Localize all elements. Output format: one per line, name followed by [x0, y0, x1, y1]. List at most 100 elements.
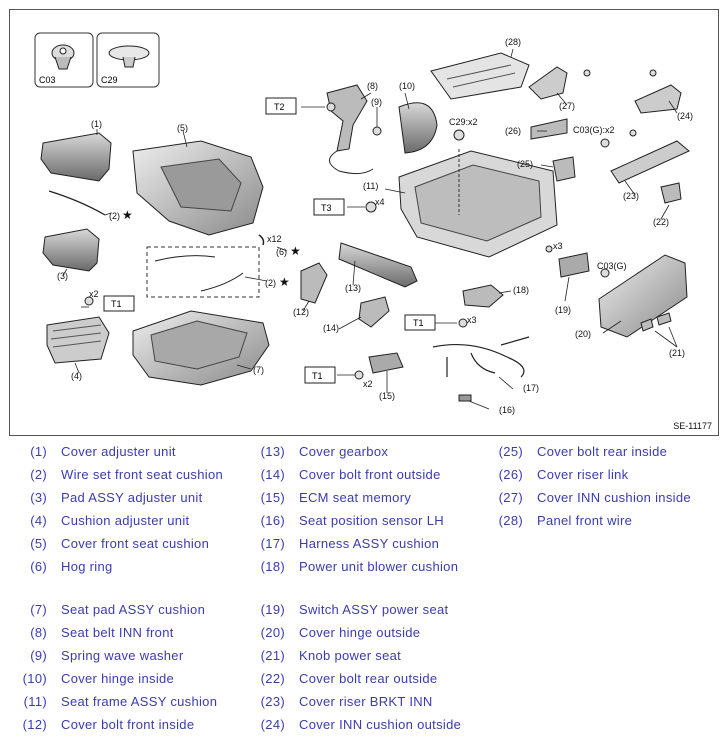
- icon-c03-box: C03: [34, 32, 94, 88]
- clip-c03-icon: [51, 44, 75, 70]
- legend-item-label: Cover bolt rear outside: [299, 671, 438, 686]
- part-switch-assy-power-seat: [558, 252, 590, 278]
- bolt-icon: [545, 245, 553, 253]
- callout-15: (15): [379, 391, 395, 401]
- legend-item: (23)Cover riser BRKT INN: [252, 694, 433, 712]
- callout-10: (10): [399, 81, 415, 91]
- part-panel-front-wire: [430, 52, 530, 100]
- legend-item-number: (13): [260, 444, 285, 459]
- qty-c29-x2: C29:x2: [449, 117, 478, 127]
- hog-ring-icon: [258, 234, 265, 246]
- legend-item-number: (3): [30, 490, 47, 505]
- part-cushion-adjuster-unit: [46, 316, 110, 364]
- icon-c29-box: C29: [96, 32, 160, 88]
- legend-item-number: (23): [260, 694, 285, 709]
- legend-item: (8)Seat belt INN front: [14, 625, 174, 643]
- callout-20: (20): [575, 329, 591, 339]
- callout-6: (6): [276, 247, 287, 257]
- callout-28: (28): [505, 37, 521, 47]
- legend-item: (18)Power unit blower cushion: [252, 559, 458, 577]
- legend-item: (20)Cover hinge outside: [252, 625, 420, 643]
- part-harness-assy-cushion: [432, 336, 530, 378]
- callout-26: (26): [505, 126, 521, 136]
- part-cover-riser-brkt-inn: [610, 140, 690, 184]
- callout-13: (13): [345, 283, 361, 293]
- legend-item-number: (15): [260, 490, 285, 505]
- legend-item-label: Cover front seat cushion: [61, 536, 210, 551]
- legend-item-label: Hog ring: [61, 559, 113, 574]
- legend-item: (26)Cover riser link: [490, 467, 629, 485]
- bolt-icon: [629, 129, 637, 137]
- callout-22: (22): [653, 217, 669, 227]
- part-power-unit-blower: [462, 284, 504, 308]
- legend-item-number: (12): [22, 717, 47, 732]
- icon-code-c29: C29: [101, 75, 118, 85]
- svg-text:T1: T1: [312, 371, 323, 381]
- qty-c03g: C03(G): [597, 261, 627, 271]
- part-cover-bolt-front-inside: [300, 262, 328, 304]
- part-cover-adjuster-unit: [40, 132, 112, 182]
- legend-item: (27)Cover INN cushion inside: [490, 490, 691, 508]
- bolt-icon: [458, 318, 468, 328]
- legend-item-label: Cover riser link: [537, 467, 629, 482]
- legend-item-number: (2): [30, 467, 47, 482]
- torque-box-t1-bottom: T1: [304, 366, 336, 384]
- legend-item-label: Pad ASSY adjuster unit: [61, 490, 203, 505]
- legend-item-label: Cover INN cushion outside: [299, 717, 462, 732]
- legend-item-number: (4): [30, 513, 47, 528]
- legend-item: (6)Hog ring: [14, 559, 113, 577]
- legend-item: (13)Cover gearbox: [252, 444, 388, 462]
- legend-item: (4)Cushion adjuster unit: [14, 513, 189, 531]
- legend-item-number: (16): [260, 513, 285, 528]
- legend-item-number: (21): [260, 648, 285, 663]
- part-cover-inn-cushion-outside: [634, 84, 682, 114]
- clip-icon: [600, 138, 610, 148]
- legend-item-number: (7): [30, 602, 47, 617]
- legend-item-label: Cover hinge inside: [61, 671, 175, 686]
- legend-item: (5) Cover front seat cushion: [14, 536, 209, 554]
- legend-item-number: (11): [23, 694, 47, 709]
- clip-icon: [453, 129, 465, 141]
- legend-item-number: (25): [498, 444, 523, 459]
- part-seat-belt-inn-front: [326, 84, 368, 152]
- legend-item: (11)Seat frame ASSY cushion: [14, 694, 217, 712]
- legend-item-number: (14): [260, 467, 285, 482]
- svg-text:T1: T1: [111, 299, 122, 309]
- callout-16: (16): [499, 405, 515, 415]
- qty-c03g-x2: C03(G):x2: [573, 125, 615, 135]
- callout-11: (11): [363, 181, 378, 191]
- legend-item: (17)Harness ASSY cushion: [252, 536, 439, 554]
- legend-item: (9)Spring wave washer: [14, 648, 183, 666]
- callout-5: (5): [177, 123, 188, 133]
- legend-item-number: (1): [30, 444, 47, 459]
- legend-item: (28)Panel front wire: [490, 513, 632, 531]
- qty-x4: x4: [375, 197, 385, 207]
- legend-item-label: Cover bolt rear inside: [537, 444, 668, 459]
- bolt-icon: [649, 69, 657, 77]
- legend-item: (25) Cover bolt rear inside: [490, 444, 667, 462]
- legend-item-number: (5): [30, 536, 47, 551]
- callout-23: (23): [623, 191, 639, 201]
- clip-c29-icon: [108, 45, 150, 68]
- icon-code-c03: C03: [39, 75, 56, 85]
- part-cover-gearbox: [338, 242, 418, 288]
- callout-18: (18): [513, 285, 529, 295]
- callout-14: (14): [323, 323, 339, 333]
- callout-1: (1): [91, 119, 102, 129]
- legend-item-label: Cover adjuster unit: [61, 444, 176, 459]
- star-icon: ★: [122, 208, 133, 222]
- qty-x2-bottom: x2: [363, 379, 373, 389]
- bolt-icon: [583, 69, 591, 77]
- legend-item: (16)Seat position sensor LH: [252, 513, 444, 531]
- part-cover-bolt-rear-outside: [660, 182, 682, 204]
- torque-box-t1-center: T1: [404, 314, 436, 331]
- legend-item: (15)ECM seat memory: [252, 490, 411, 508]
- callout-8: (8): [367, 81, 378, 91]
- exploded-parts-diagram: C03 C29: [9, 9, 719, 436]
- qty-x3-right: x3: [553, 241, 563, 251]
- bolt-icon: [365, 201, 377, 213]
- legend-item-number: (22): [260, 671, 285, 686]
- legend-item-number: (17): [260, 536, 285, 551]
- diagram-artwork: C03 C29: [34, 32, 693, 415]
- bolt-icon: [326, 102, 336, 112]
